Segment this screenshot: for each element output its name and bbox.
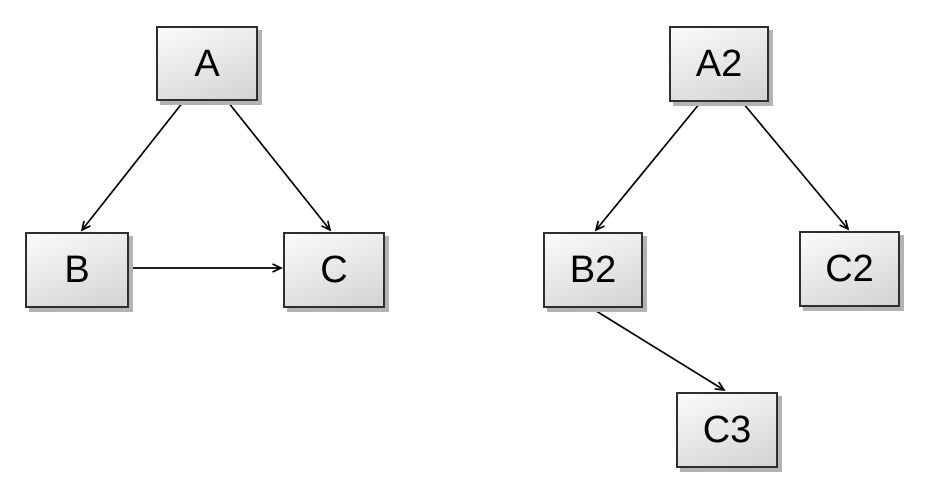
node-label: B2 [569,249,617,291]
edge-A2-to-C2 [742,102,850,231]
node-A2[interactable]: A2 [669,26,769,102]
node-B[interactable]: B [25,232,129,308]
edge-A-to-C [227,101,332,232]
node-C[interactable]: C [283,232,385,308]
node-label: A2 [695,43,743,85]
edge-B2-to-C3 [592,308,726,392]
node-A[interactable]: A [156,26,258,101]
node-label: C [320,249,348,291]
node-label: A [194,42,220,85]
node-label: B [64,249,90,291]
node-C2[interactable]: C2 [799,231,900,307]
node-B2[interactable]: B2 [543,232,643,308]
edge-A2-to-B2 [594,102,701,232]
node-label: C3 [702,409,752,451]
node-C3[interactable]: C3 [676,392,778,468]
edge-A-to-B [80,101,184,232]
node-label: C2 [825,248,874,290]
